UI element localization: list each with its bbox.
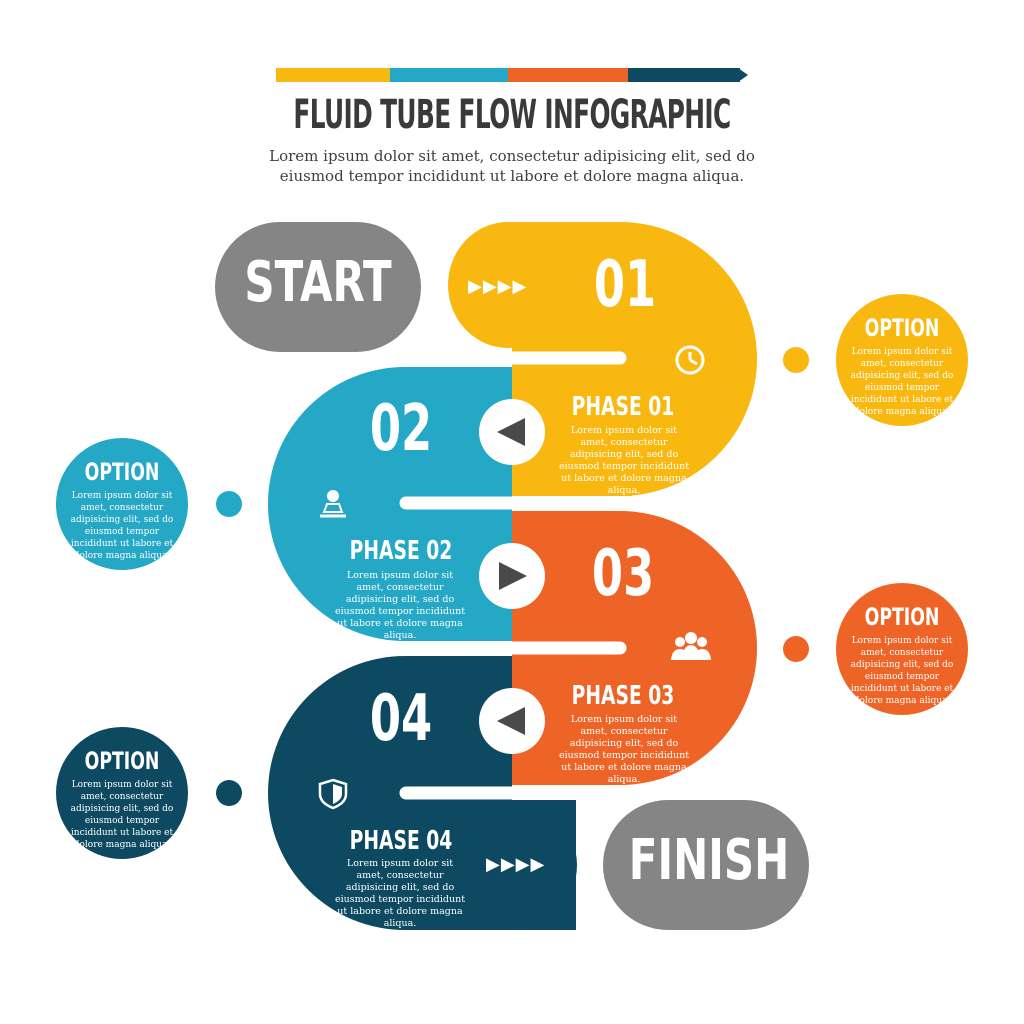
connector-dot-3: [783, 636, 809, 662]
phase-title-04: PHASE 04: [349, 826, 453, 856]
shield-icon: [318, 778, 348, 810]
finish-label: FINISH: [628, 828, 790, 893]
option-title-2: OPTION: [84, 458, 160, 486]
option-circle-3: [836, 583, 968, 715]
tube-segment-01-top: [448, 222, 568, 348]
connector-dot-1: [783, 347, 809, 373]
page-title: FLUID TUBE FLOW INFOGRAPHIC: [293, 92, 731, 138]
finish-pill: [603, 800, 809, 930]
option-bubble-1: OPTION Lorem ipsum dolor sit amet, conse…: [836, 294, 968, 426]
step-number-04: 04: [369, 682, 433, 756]
header-stripe-navy: [628, 68, 740, 82]
connector-dot-2: [216, 491, 242, 517]
group-icon: [671, 632, 711, 660]
option-circle-1: [836, 294, 968, 426]
left-arrow-icon: [497, 418, 525, 446]
option-title-1: OPTION: [864, 314, 940, 342]
tube-segment-03: [512, 511, 757, 785]
phase-title-01: PHASE 01: [571, 392, 675, 422]
step-number-03: 03: [591, 537, 655, 611]
option-bubble-3: OPTION Lorem ipsum dolor sit amet, conse…: [836, 583, 968, 715]
clock-icon: [675, 345, 705, 375]
option-text-2: Lorem ipsum dolor sit amet, consectetur …: [70, 491, 174, 561]
option-title-4: OPTION: [84, 747, 160, 775]
option-bubble-4: OPTION Lorem ipsum dolor sit amet, conse…: [56, 727, 188, 859]
header-stripe-orange: [508, 68, 628, 82]
option-text-4: Lorem ipsum dolor sit amet, consectetur …: [70, 780, 174, 850]
left-arrow-icon-2: [497, 707, 525, 735]
connector-dot-4: [216, 780, 242, 806]
tube-segment-04-endcap: [446, 800, 576, 930]
start-pill: [215, 222, 421, 352]
triple-arrow-icon-top: ▶▶▶▶: [468, 276, 528, 297]
option-circle-4: [56, 727, 188, 859]
start-label: START: [244, 250, 392, 315]
phase-text-02: Lorem ipsum dolor sit amet, consectetur …: [334, 570, 466, 641]
option-title-3: OPTION: [864, 603, 940, 631]
phase-text-04: Lorem ipsum dolor sit amet, consectetur …: [334, 858, 466, 929]
option-text-1: Lorem ipsum dolor sit amet, consectetur …: [850, 347, 954, 417]
page-subtitle: Lorem ipsum dolor sit amet, consectetur …: [269, 147, 755, 185]
right-arrow-icon: [499, 562, 527, 590]
option-text-3: Lorem ipsum dolor sit amet, consectetur …: [850, 636, 954, 706]
phase-title-02: PHASE 02: [349, 536, 453, 566]
step-number-02: 02: [369, 392, 433, 466]
triple-arrow-icon-bottom: ▶▶▶▶: [486, 854, 546, 875]
option-bubble-2: OPTION Lorem ipsum dolor sit amet, conse…: [56, 438, 188, 570]
step-number-01: 01: [593, 248, 657, 322]
header-stripe-yellow: [276, 68, 390, 82]
phase-text-01: Lorem ipsum dolor sit amet, consectetur …: [558, 425, 690, 496]
phase-text-03: Lorem ipsum dolor sit amet, consectetur …: [558, 714, 690, 785]
user-laptop-icon: [320, 490, 346, 518]
header-stripe-blue: [390, 68, 508, 82]
tube-segment-02: [268, 367, 512, 641]
header-stripe-arrowhead: [738, 68, 748, 82]
option-circle-2: [56, 438, 188, 570]
phase-title-03: PHASE 03: [571, 681, 675, 711]
